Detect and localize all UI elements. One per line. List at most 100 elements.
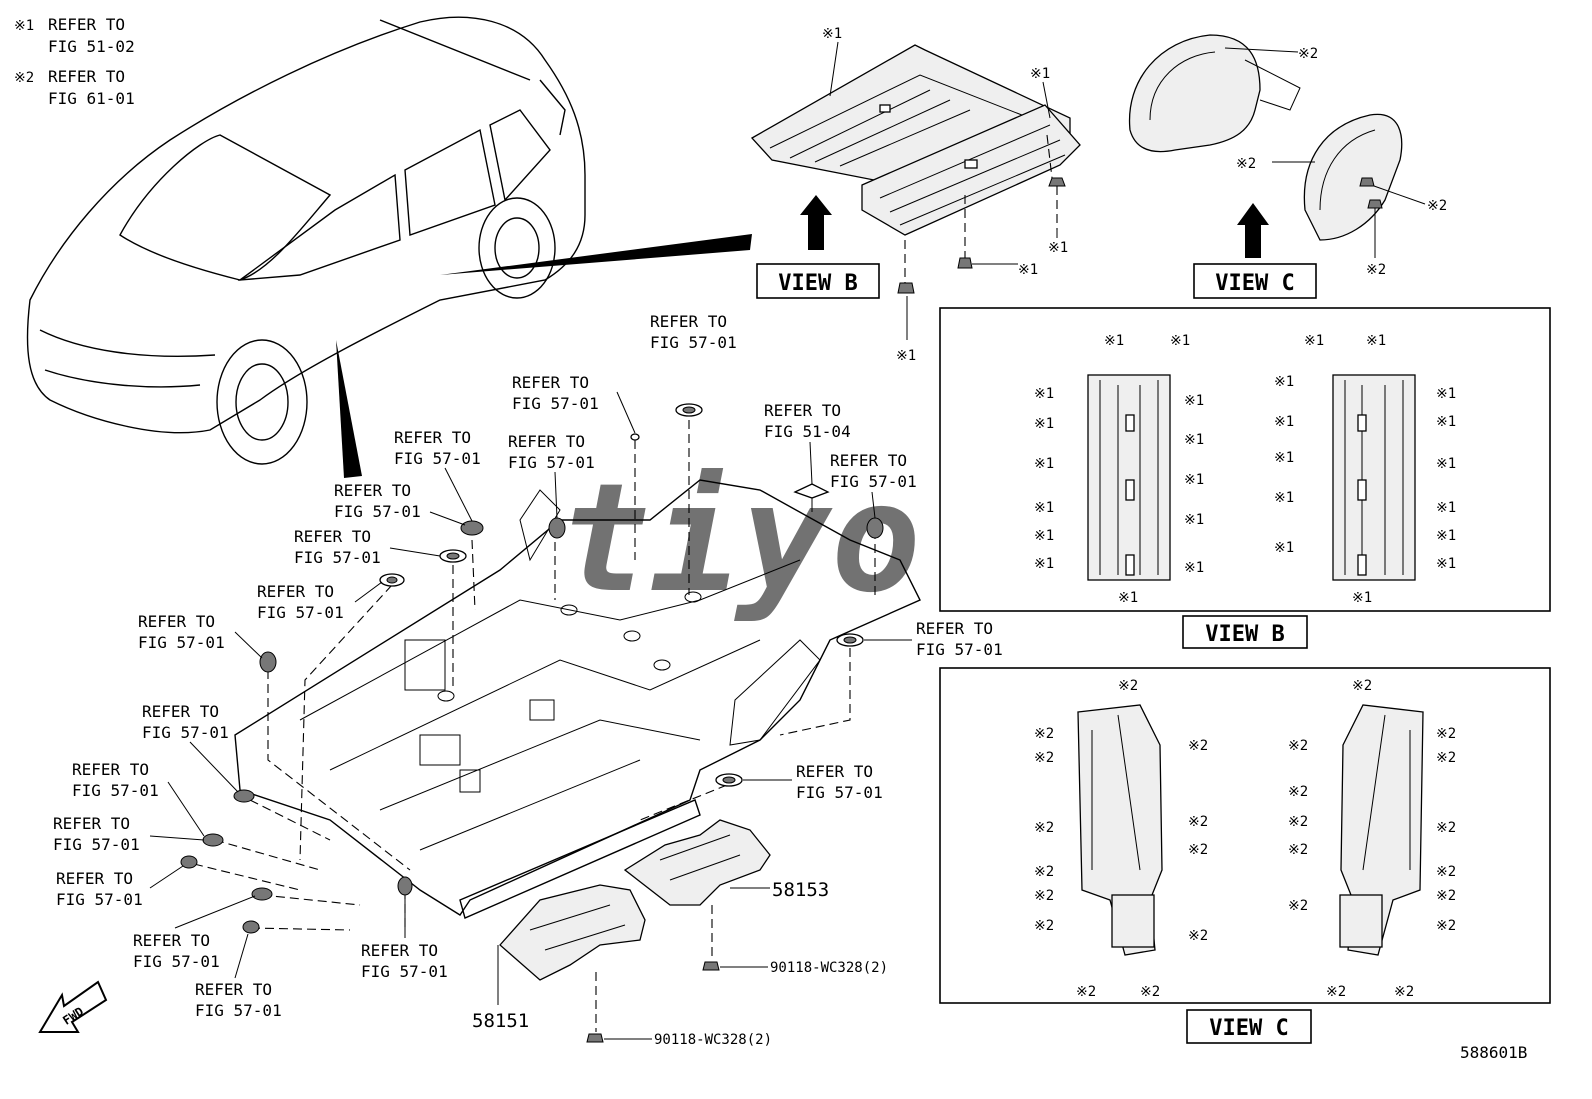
vc-m2-e: ※2 bbox=[1034, 864, 1054, 880]
svg-text:REFER TO: REFER TO bbox=[56, 869, 133, 888]
vb-m1-u: ※1 bbox=[1274, 540, 1294, 556]
clip-2-mark: ※1 bbox=[1018, 262, 1038, 278]
svg-text:FIG 57-01: FIG 57-01 bbox=[830, 472, 917, 491]
label-view-b: VIEW B bbox=[1205, 622, 1284, 647]
vc-m2-w: ※2 bbox=[1436, 864, 1456, 880]
floor-pan bbox=[234, 479, 921, 919]
svg-text:REFER TO: REFER TO bbox=[650, 312, 727, 331]
vb-m1-aa: ※1 bbox=[1436, 556, 1456, 572]
watermark: tiyo bbox=[560, 452, 921, 626]
clip-3: ※1 bbox=[896, 240, 916, 364]
svg-text:FIG 51-04: FIG 51-04 bbox=[764, 422, 851, 441]
vc-m2-n: ※2 bbox=[1352, 678, 1372, 694]
pointer-floor bbox=[336, 340, 362, 478]
vc-m2-v: ※2 bbox=[1436, 820, 1456, 836]
liner-rear-mark: ※2 bbox=[1298, 46, 1318, 62]
vb-m1-c: ※1 bbox=[1034, 386, 1054, 402]
callout-19: REFER TO FIG 57-01 bbox=[195, 933, 282, 1020]
svg-text:FIG 57-01: FIG 57-01 bbox=[53, 835, 140, 854]
vc-m2-a: ※2 bbox=[1118, 678, 1138, 694]
label-view-c-top: VIEW C bbox=[1215, 271, 1294, 296]
svg-text:REFER TO: REFER TO bbox=[508, 432, 585, 451]
vc-m2-t: ※2 bbox=[1436, 726, 1456, 742]
vc-m2-k: ※2 bbox=[1188, 928, 1208, 944]
vb-m1-b: ※1 bbox=[1170, 333, 1190, 349]
svg-text:REFER TO: REFER TO bbox=[764, 401, 841, 420]
note-2-line2: FIG 61-01 bbox=[48, 89, 135, 108]
vc-m2-z: ※2 bbox=[1326, 984, 1346, 1000]
svg-text:FIG 57-01: FIG 57-01 bbox=[72, 781, 159, 800]
vc-m2-c: ※2 bbox=[1034, 750, 1054, 766]
svg-text:FIG 57-01: FIG 57-01 bbox=[294, 548, 381, 567]
arrow-view-b bbox=[800, 195, 832, 250]
vb-m1-ab: ※1 bbox=[1352, 590, 1372, 606]
bolt-upper-label: 90118-WC328(2) bbox=[770, 960, 888, 976]
note-1-line2: FIG 51-02 bbox=[48, 37, 135, 56]
vc-m2-m: ※2 bbox=[1140, 984, 1160, 1000]
vb-m1-y: ※1 bbox=[1436, 500, 1456, 516]
svg-text:REFER TO: REFER TO bbox=[361, 941, 438, 960]
vb-m1-z: ※1 bbox=[1436, 528, 1456, 544]
vc-m2-y: ※2 bbox=[1436, 918, 1456, 934]
diagram-id: 588601B bbox=[1460, 1043, 1527, 1062]
label-box-view-b-top bbox=[756, 263, 880, 299]
callout-4: REFER TO FIG 57-01 bbox=[394, 428, 481, 522]
svg-text:FIG 57-01: FIG 57-01 bbox=[142, 723, 229, 742]
svg-text:FIG 57-01: FIG 57-01 bbox=[257, 603, 344, 622]
svg-text:FIG 57-01: FIG 57-01 bbox=[361, 962, 448, 981]
floor-leaders bbox=[193, 420, 876, 931]
vc-m2-s: ※2 bbox=[1288, 898, 1308, 914]
note-2-mark: ※2 bbox=[14, 70, 34, 86]
vc-m2-x: ※2 bbox=[1436, 888, 1456, 904]
label-box-view-c-top bbox=[1193, 263, 1317, 299]
view-b-left-cover bbox=[1087, 374, 1171, 581]
svg-text:FIG 57-01: FIG 57-01 bbox=[195, 1001, 282, 1020]
svg-text:FIG 57-01: FIG 57-01 bbox=[133, 952, 220, 971]
note-2-line1: REFER TO bbox=[48, 67, 125, 86]
liner-clip-1-mark: ※2 bbox=[1427, 198, 1447, 214]
note-1-line1: REFER TO bbox=[48, 15, 125, 34]
svg-text:REFER TO: REFER TO bbox=[195, 980, 272, 999]
vc-m2-l: ※2 bbox=[1076, 984, 1096, 1000]
part-58153: 58153 bbox=[772, 879, 829, 901]
clip-1: ※1 ※1 bbox=[1030, 66, 1068, 256]
vb-m1-a: ※1 bbox=[1104, 333, 1124, 349]
vb-m1-p: ※1 bbox=[1366, 333, 1386, 349]
liner-clip-2-mark: ※2 bbox=[1366, 262, 1386, 278]
svg-text:FIG 57-01: FIG 57-01 bbox=[394, 449, 481, 468]
vb-m1-d: ※1 bbox=[1034, 416, 1054, 432]
svg-text:REFER TO: REFER TO bbox=[394, 428, 471, 447]
svg-text:FIG 57-01: FIG 57-01 bbox=[138, 633, 225, 652]
svg-text:REFER TO: REFER TO bbox=[53, 814, 130, 833]
label-view-b-top: VIEW B bbox=[778, 271, 857, 296]
vb-m1-g: ※1 bbox=[1034, 528, 1054, 544]
pointer-view-b bbox=[440, 234, 752, 275]
svg-text:FIG 57-01: FIG 57-01 bbox=[512, 394, 599, 413]
clip-3-mark: ※1 bbox=[896, 348, 916, 364]
vc-m2-i: ※2 bbox=[1188, 814, 1208, 830]
vb-m1-e: ※1 bbox=[1034, 456, 1054, 472]
svg-text:REFER TO: REFER TO bbox=[334, 481, 411, 500]
clip-2: ※1 bbox=[957, 195, 1038, 278]
callout-3: REFER TO FIG 51-04 bbox=[764, 401, 851, 485]
arrow-view-c bbox=[1237, 203, 1269, 258]
cover-front-mark: ※1 bbox=[822, 26, 842, 42]
svg-text:REFER TO: REFER TO bbox=[294, 527, 371, 546]
svg-text:REFER TO: REFER TO bbox=[916, 619, 993, 638]
vb-m1-n: ※1 bbox=[1118, 590, 1138, 606]
vc-m2-j: ※2 bbox=[1188, 842, 1208, 858]
fender-liner-rear: ※2 bbox=[1128, 34, 1318, 153]
vc-m2-d: ※2 bbox=[1034, 820, 1054, 836]
grommets bbox=[180, 403, 884, 934]
vb-m1-m: ※1 bbox=[1184, 560, 1204, 576]
label-box-view-c bbox=[1186, 1009, 1312, 1044]
vb-m1-j: ※1 bbox=[1184, 432, 1204, 448]
